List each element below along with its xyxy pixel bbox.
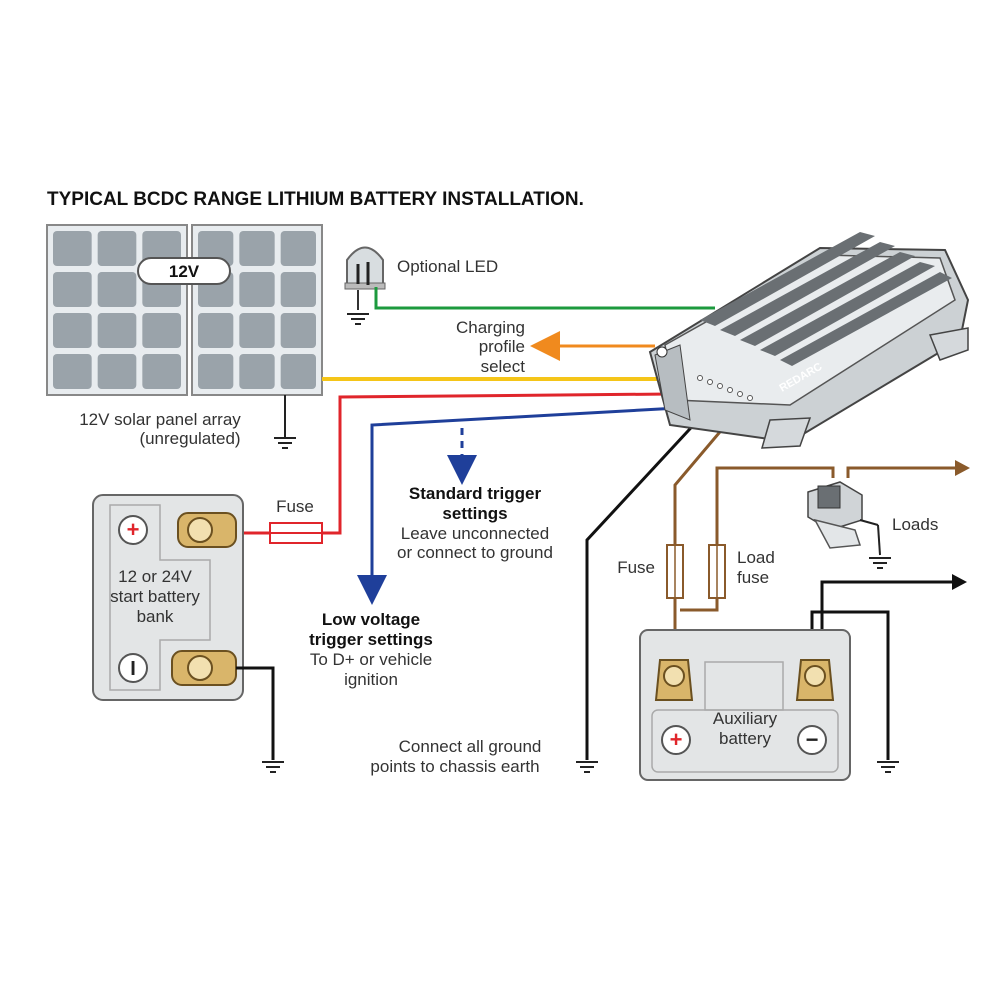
red-wire (322, 392, 671, 535)
solar-cell (280, 272, 316, 307)
brown-wire-loads-out (846, 466, 955, 478)
ground-note-line1: Connect all ground (399, 737, 542, 756)
start-negative-terminal (171, 650, 237, 686)
charging-profile-line1: Charging (456, 318, 525, 337)
load-fuse-line1: Load (737, 548, 775, 567)
start-positive-terminal (177, 512, 237, 548)
solar-cell (280, 231, 316, 266)
solar-cell (97, 313, 137, 348)
solar-cell (239, 231, 275, 266)
brown-wire-battery (673, 419, 732, 545)
solar-cell (53, 354, 92, 389)
solar-cell (280, 354, 316, 389)
solar-cell (142, 354, 181, 389)
standard-trigger-line1: Standard trigger (409, 484, 542, 503)
fuse-left (269, 522, 323, 544)
solar-cell (53, 272, 92, 307)
load-fuse (708, 544, 726, 599)
fuse-left-label: Fuse (276, 497, 314, 516)
fuse-right-label: Fuse (617, 558, 655, 577)
voltage-badge: 12V (137, 257, 231, 285)
standard-trigger-line3: Leave unconnected (401, 524, 549, 543)
led-label: Optional LED (397, 257, 498, 276)
aux-minus-symbol: − (806, 727, 819, 752)
ground-symbol (273, 437, 297, 449)
brown-wire-load (715, 466, 835, 545)
solar-cell (97, 231, 137, 266)
solar-cell (239, 313, 275, 348)
solar-cell (239, 272, 275, 307)
bcdc-charger: REDARC (648, 232, 970, 449)
aux-battery-line1: Auxiliary (713, 709, 778, 728)
output-arrow (952, 574, 967, 590)
solar-cell (97, 354, 137, 389)
standard-trigger-line2: settings (442, 504, 507, 523)
led-icon (344, 246, 386, 310)
aux-output-wire (820, 580, 952, 650)
solar-cell (198, 313, 234, 348)
solar-cell (239, 354, 275, 389)
solar-cell (97, 272, 137, 307)
start-negative-wire (236, 666, 275, 760)
start-battery-line2: start battery (110, 587, 200, 606)
status-leds (697, 375, 753, 401)
low-voltage-line2: trigger settings (309, 630, 433, 649)
start-minus-symbol: I (130, 658, 136, 680)
solar-cell (53, 313, 92, 348)
aux-negative-terminal (795, 659, 835, 701)
charging-profile-line3: select (481, 357, 526, 376)
blue-wire (357, 406, 679, 605)
solar-caption-line1: 12V solar panel array (79, 410, 241, 429)
ground-note-line2: points to chassis earth (370, 757, 539, 776)
solar-cell (142, 313, 181, 348)
fuse-right (666, 544, 684, 599)
load-fuse-line2: fuse (737, 568, 769, 587)
loads-label: Loads (892, 515, 938, 534)
start-battery-line1: 12 or 24V (118, 567, 192, 586)
green-wire (374, 287, 715, 310)
low-voltage-line4: ignition (344, 670, 398, 689)
isolator-switch-icon (807, 481, 881, 556)
solar-cell (280, 313, 316, 348)
loads-arrow (955, 460, 970, 476)
start-battery: + I 12 or 24V start battery bank (92, 494, 244, 701)
diagram-title: TYPICAL BCDC RANGE LITHIUM BATTERY INSTA… (47, 189, 584, 210)
charging-profile-line2: profile (479, 337, 525, 356)
low-voltage-line3: To D+ or vehicle (310, 650, 432, 669)
standard-trigger-line4: or connect to ground (397, 543, 553, 562)
auxiliary-battery: + − Auxiliary battery (639, 629, 851, 781)
solar-cell (198, 354, 234, 389)
aux-plus-symbol: + (670, 727, 683, 752)
start-battery-line3: bank (137, 607, 174, 626)
solar-cell (53, 231, 92, 266)
brown-wire-load-lower (680, 598, 719, 612)
solar-panel-array: 12V (46, 224, 323, 396)
aux-positive-terminal (654, 659, 694, 701)
aux-battery-line2: battery (719, 729, 771, 748)
voltage-badge-text: 12V (169, 262, 200, 281)
low-voltage-line1: Low voltage (322, 610, 420, 629)
solar-caption-line2: (unregulated) (139, 429, 240, 448)
black-ground-wire (585, 416, 702, 760)
start-plus-symbol: + (127, 517, 140, 542)
